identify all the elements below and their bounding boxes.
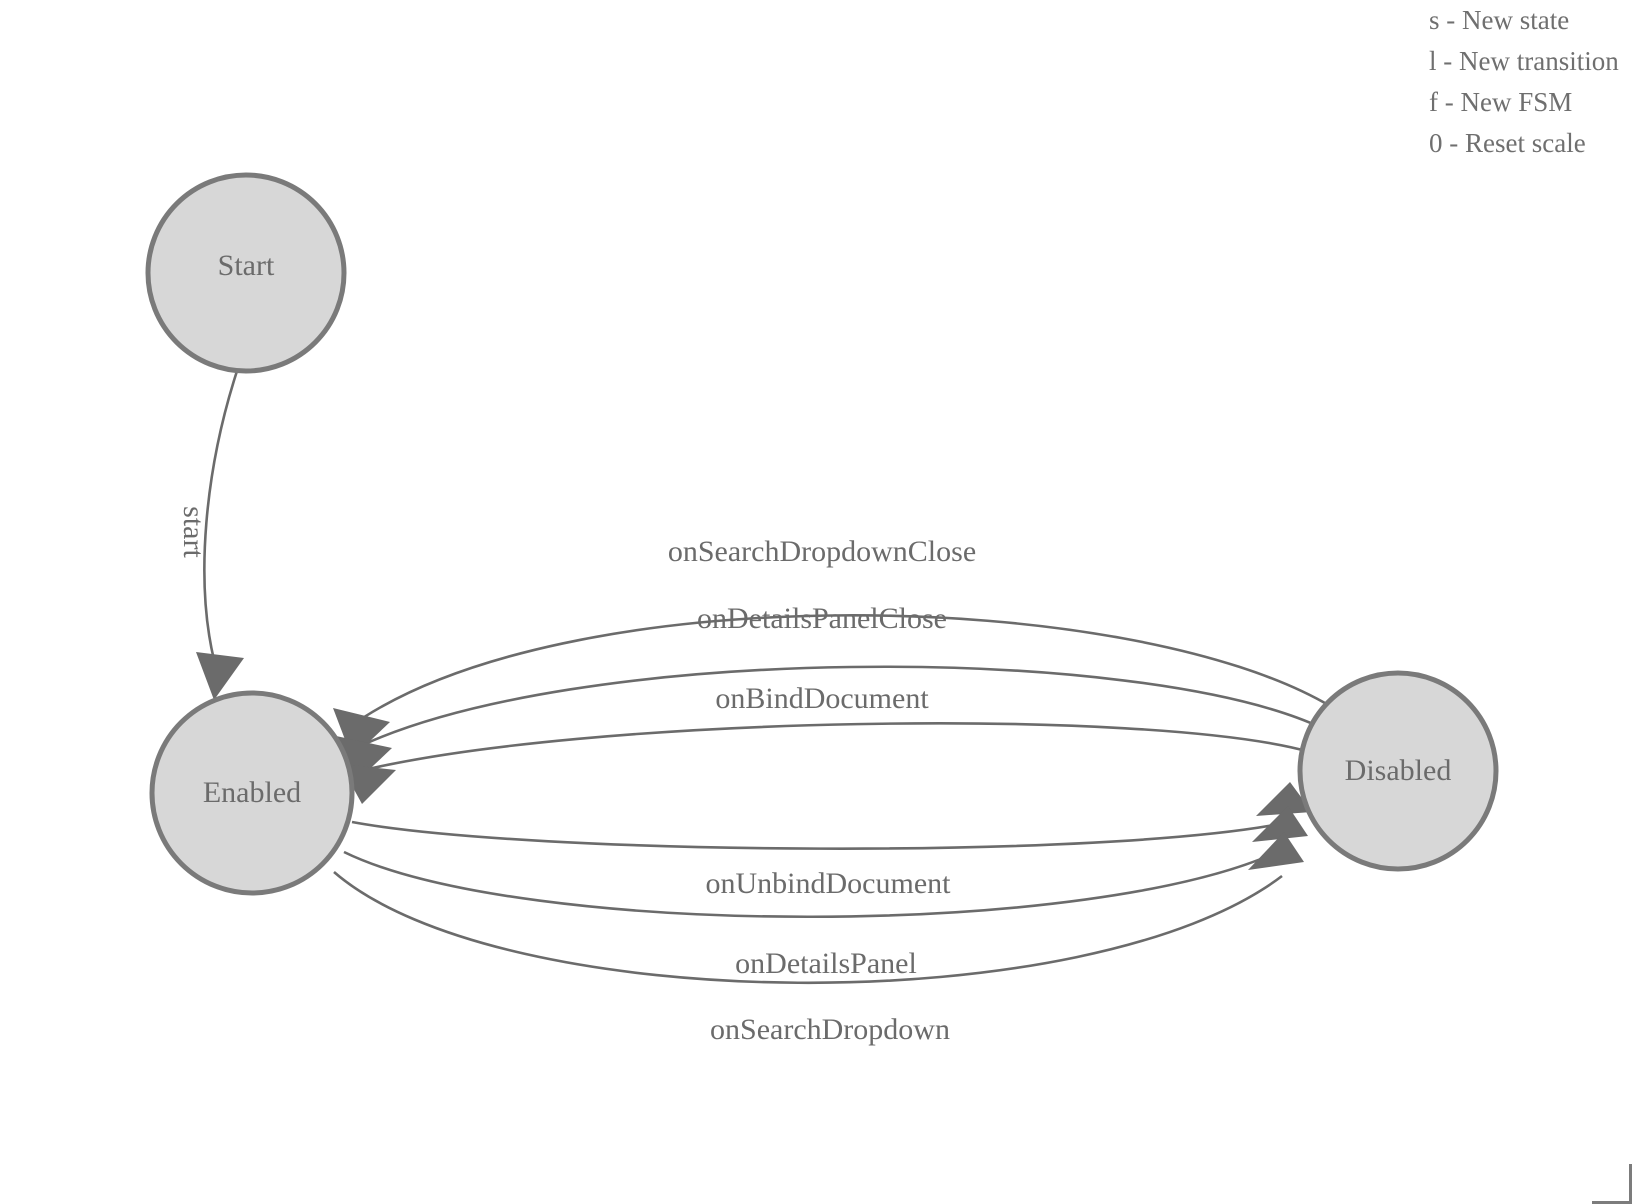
edge-onbinddocument[interactable] — [355, 722, 1311, 774]
window-border-right — [1629, 1164, 1632, 1204]
arrowhead-start-to-enabled — [196, 652, 244, 700]
node-enabled[interactable] — [149, 690, 355, 896]
edge-ondetailspanel[interactable] — [343, 846, 1287, 919]
node-disabled[interactable] — [1297, 670, 1499, 872]
edge-onunbinddocument[interactable] — [351, 820, 1291, 850]
arrowhead-ondetailspanel — [1252, 806, 1308, 842]
edge-onsearchdropdown[interactable] — [333, 871, 1283, 985]
arrowhead-onbinddocument — [340, 764, 396, 804]
window-border-bottom — [1592, 1201, 1632, 1204]
arrowhead-ondetailspanelclose — [336, 736, 392, 782]
arrowhead-onsearchdropdown — [1248, 832, 1304, 870]
edge-start-to-enabled[interactable] — [203, 370, 239, 661]
edge-onsearchdropdownclose[interactable] — [347, 614, 1331, 730]
window-corner-artifact — [1592, 1164, 1632, 1204]
nodes-layer — [145, 172, 1499, 896]
edges-layer — [196, 370, 1331, 985]
edge-ondetailspanelclose[interactable] — [351, 665, 1323, 752]
arrowhead-onunbinddocument — [1256, 782, 1312, 816]
node-start[interactable] — [145, 172, 347, 374]
